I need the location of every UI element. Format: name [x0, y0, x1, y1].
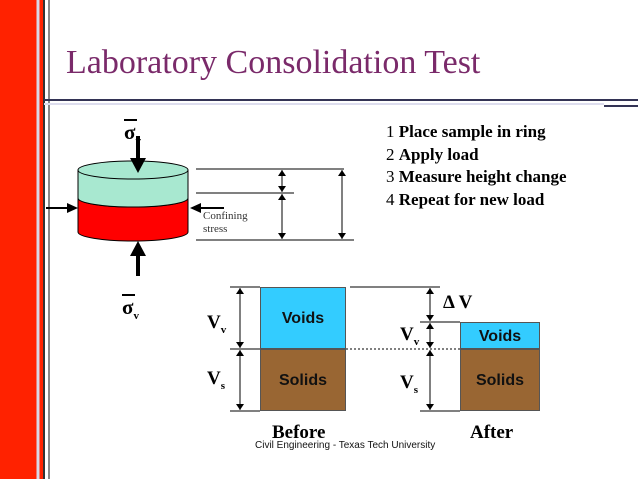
before-vs-label: Vs — [207, 368, 226, 392]
before-vv-label: Vv — [207, 312, 227, 336]
before-voids-box: Voids — [260, 287, 346, 349]
step-4: 4 Repeat for new load — [386, 189, 545, 209]
page-title: Laboratory Consolidation Test — [66, 44, 481, 81]
title-underline — [44, 99, 638, 107]
confining-stress-label: Confining stress — [203, 210, 248, 235]
before-solids-box: Solids — [260, 349, 346, 411]
confining-arrow-right — [190, 203, 201, 213]
sigma-v-bottom: σv — [122, 294, 139, 323]
step-1: 1 Place sample in ring — [386, 122, 546, 141]
procedure-steps: 1 Place sample in ring 2 Apply load 3 Me… — [386, 121, 567, 211]
step-2: 2 Apply load — [386, 144, 479, 164]
after-vv-label: Vv — [400, 324, 420, 348]
sample-body — [77, 197, 189, 242]
after-voids-box: Voids — [460, 322, 540, 349]
after-vs-label: Vs — [400, 372, 419, 396]
load-arrow-down — [130, 158, 146, 173]
after-caption: After — [470, 422, 514, 443]
confining-arrow-left — [67, 203, 78, 213]
before-caption: Before — [272, 422, 326, 443]
footer-credit: Civil Engineering - Texas Tech Universit… — [255, 440, 436, 451]
sigma-v-top: σv — [124, 119, 141, 148]
load-arrow-up — [130, 241, 146, 256]
after-solids-box: Solids — [460, 349, 540, 411]
step-3: 3 Measure height change — [386, 167, 567, 186]
left-accent-bar — [0, 0, 50, 479]
consolidation-sample-diagram — [46, 136, 354, 276]
loading-cap — [77, 169, 189, 208]
delta-v-label: Δ V — [443, 292, 473, 313]
